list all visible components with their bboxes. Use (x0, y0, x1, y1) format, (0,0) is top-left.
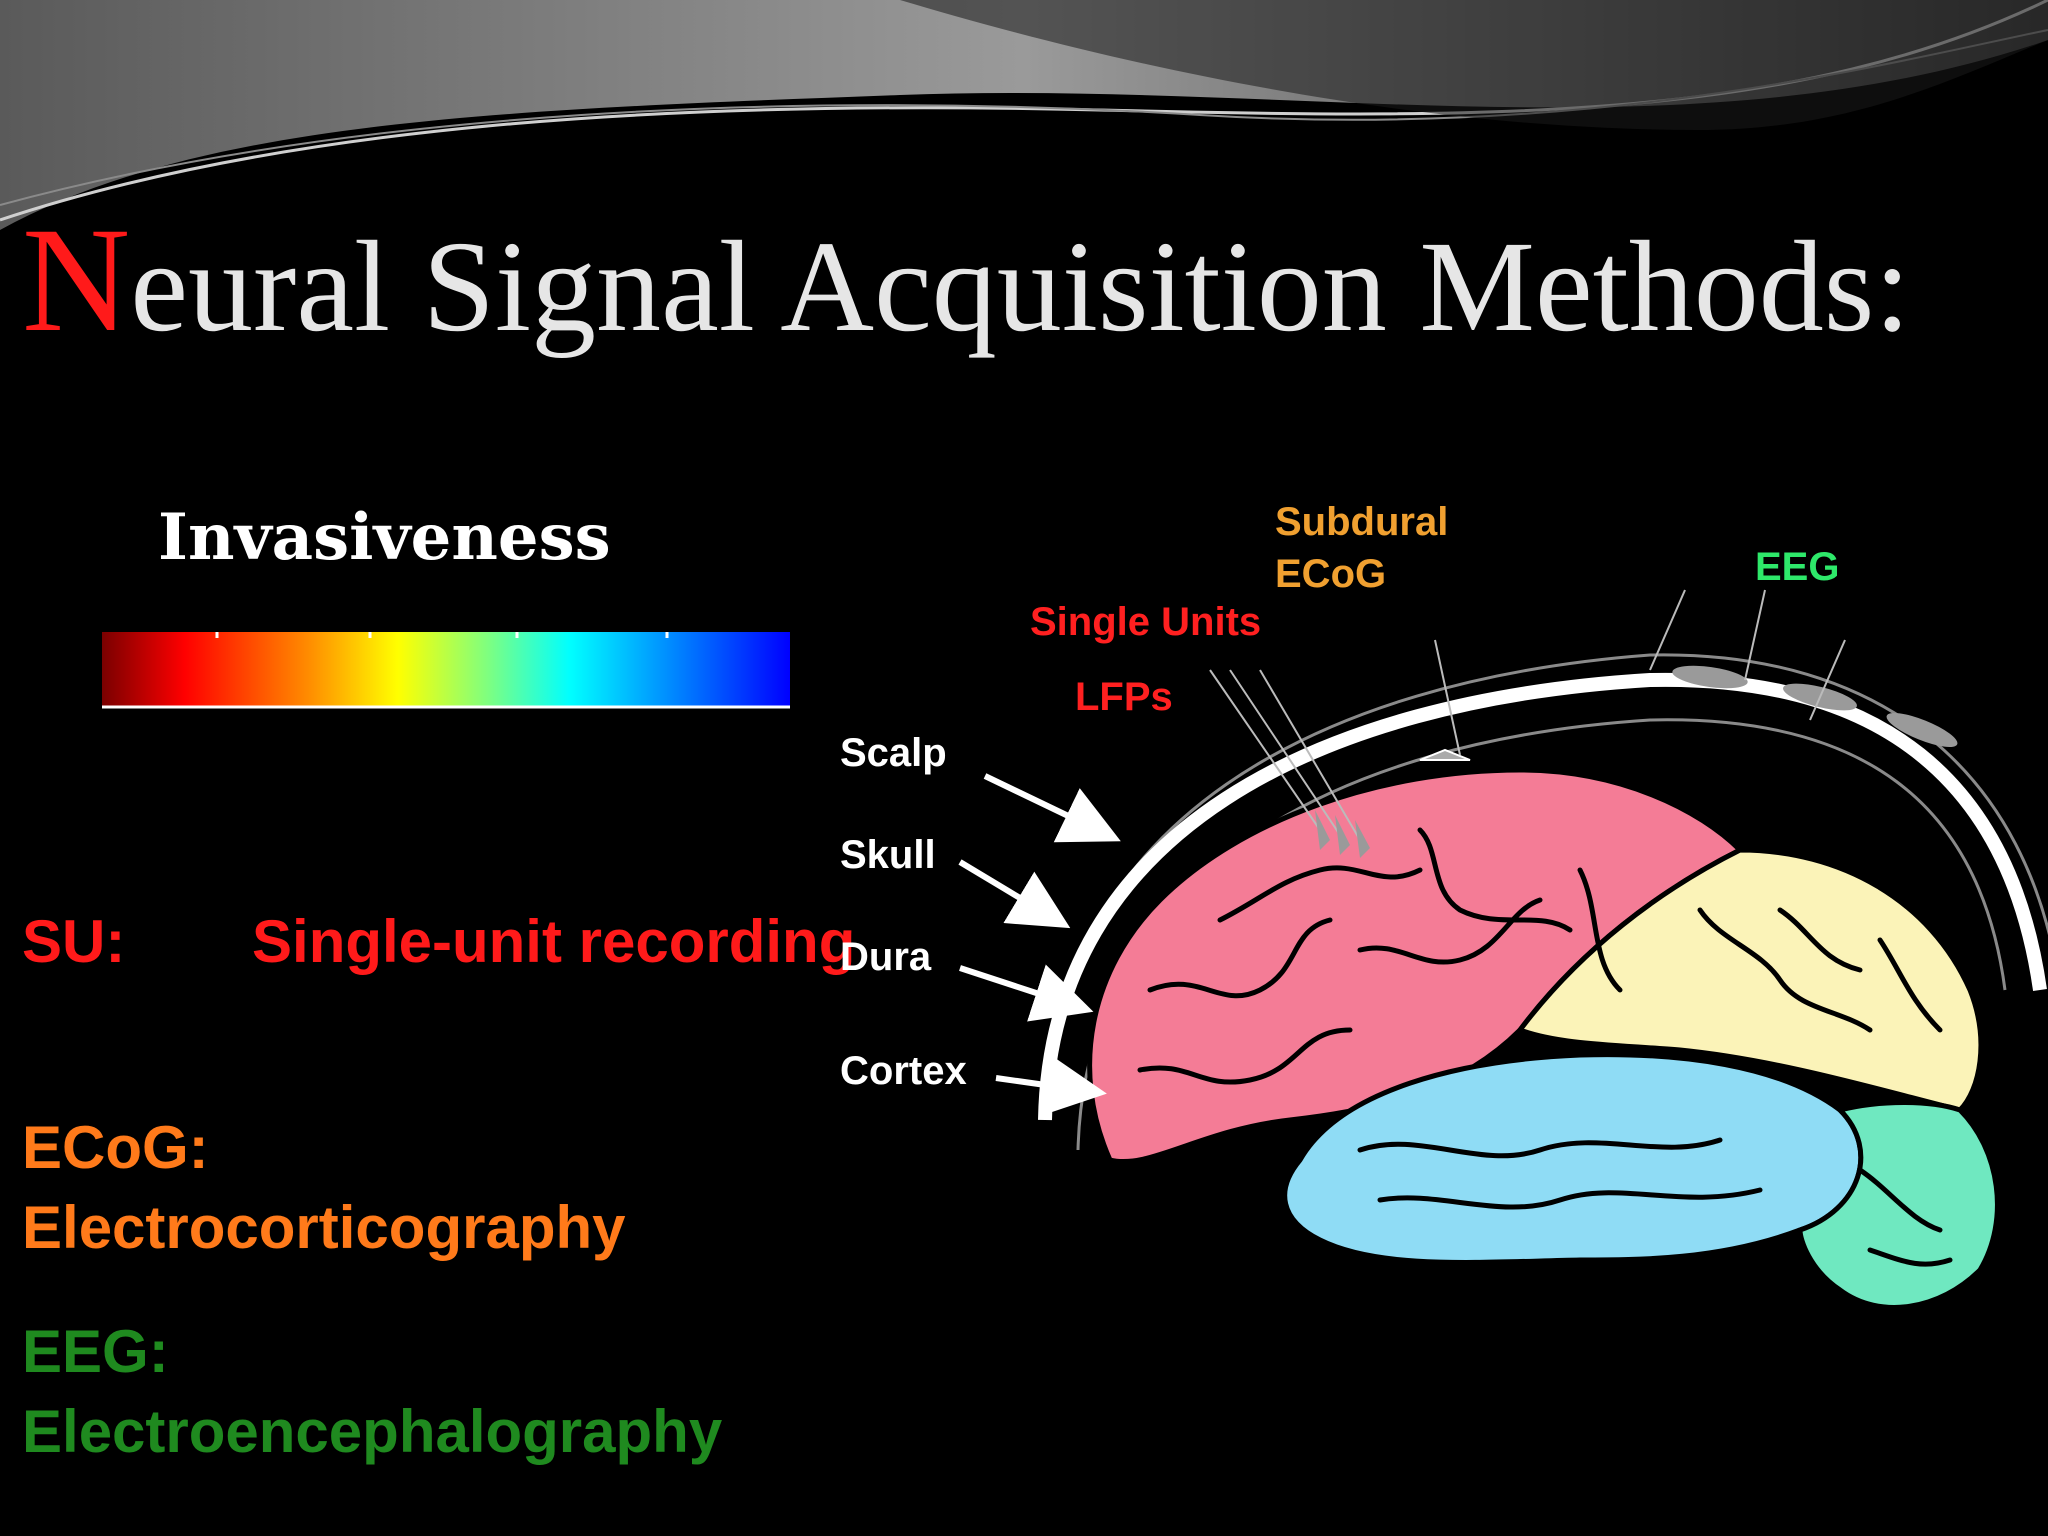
label-eeg: EEG (1755, 545, 1839, 589)
legend-su: SU: Single-unit recording (22, 902, 882, 982)
parietal-lobe (1515, 847, 1984, 1113)
title-rest: eural Signal Acquisition Methods: (130, 215, 1911, 359)
label-lfps: LFPs (1075, 675, 1173, 719)
legend-eeg-abbr: EEG: (22, 1318, 169, 1385)
legend-ecog: ECoG: Electrocorticography (22, 1108, 882, 1268)
header-banner (0, 0, 2048, 230)
legend-su-full: Single-unit recording (252, 908, 856, 975)
label-scalp: Scalp (840, 731, 947, 775)
title-first-letter: N (22, 197, 131, 363)
label-skull: Skull (840, 833, 936, 877)
brain-diagram: Subdural ECoG EEG Single Units LFPs Scal… (840, 500, 2048, 1310)
label-cortex: Cortex (840, 1049, 967, 1093)
skull-layer (1038, 672, 2047, 1121)
cortex-folds (1137, 827, 1953, 1267)
subdural-ecog-electrode (1419, 748, 1471, 761)
label-subdural: Subdural (1275, 500, 1448, 544)
legend-eeg-full: Electroencephalography (22, 1398, 723, 1465)
frontal-lobe (1087, 767, 1745, 1164)
legend-su-abbr: SU: (22, 908, 126, 975)
invasiveness-label: Invasiveness (158, 500, 611, 575)
microelectrode-probes (1209, 669, 1361, 841)
legend-ecog-full: Electrocorticography (22, 1194, 626, 1261)
invasiveness-colorbar (102, 632, 790, 709)
label-ecog: ECoG (1275, 552, 1386, 596)
label-dura: Dura (840, 935, 932, 979)
legend-ecog-abbr: ECoG: (22, 1114, 209, 1181)
legend-eeg: EEG: Electroencephalography (22, 1312, 882, 1472)
label-single-units: Single Units (1030, 600, 1261, 644)
slide-title: Neural Signal Acquisition Methods: (22, 205, 1910, 355)
